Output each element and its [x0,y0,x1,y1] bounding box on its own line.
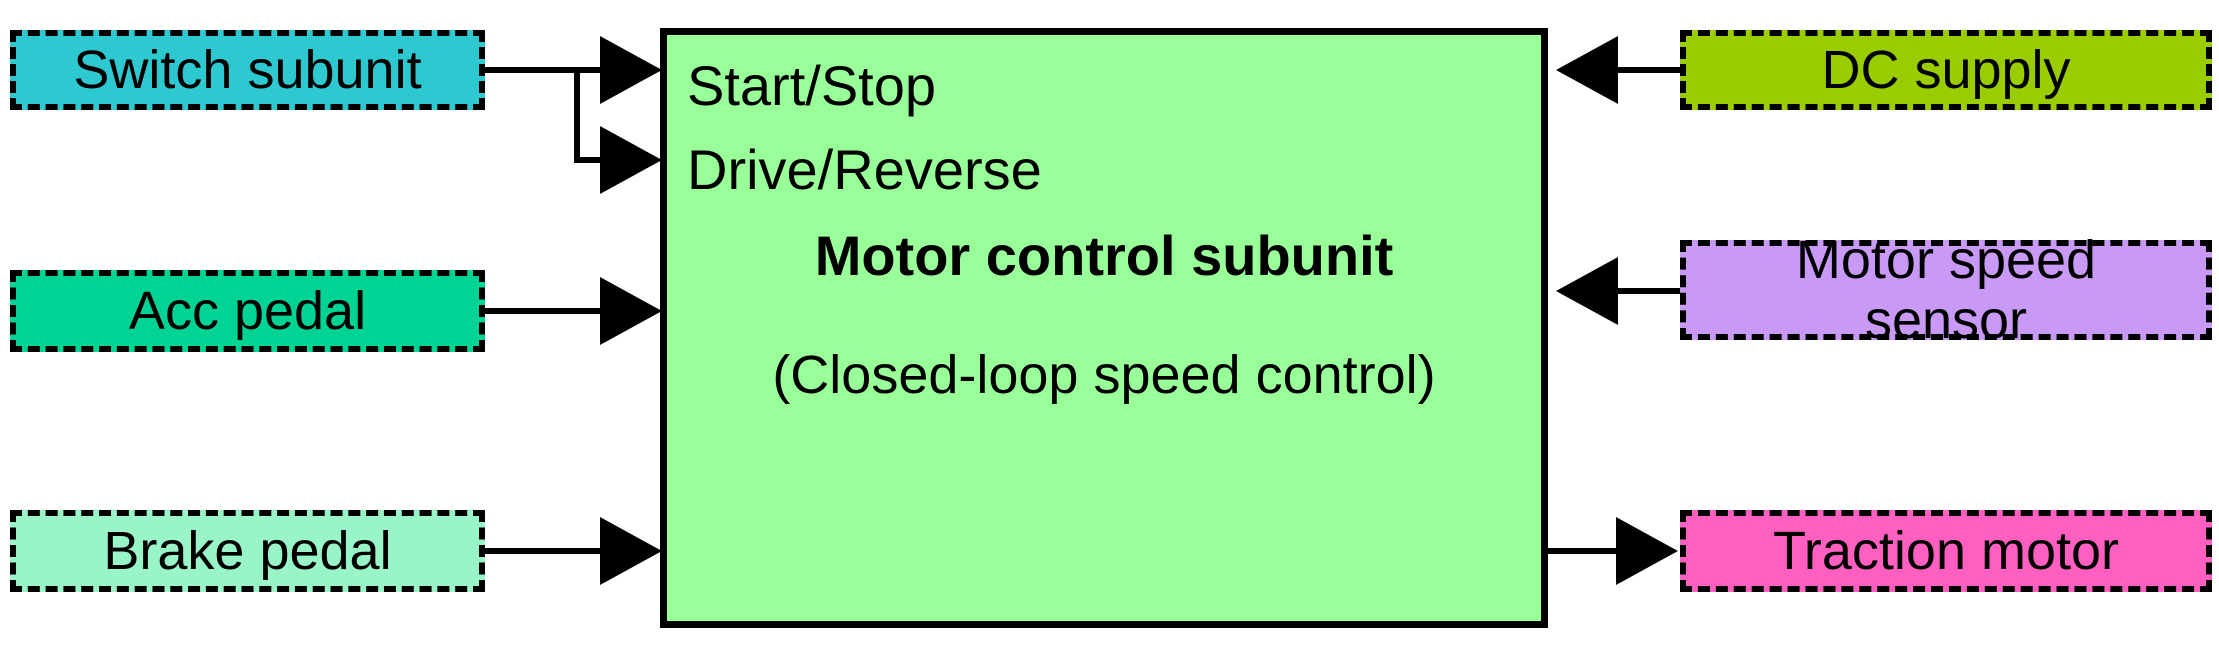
arrowhead-right-icon-acc-pedal [600,277,662,345]
arrowhead-right-icon-start-stop [600,36,662,104]
signal-label-drive-reverse: Drive/Reverse [687,138,1042,201]
connector-dc-supply-to-motor-control [1618,67,1680,73]
arrowhead-right-icon-traction-motor [1616,517,1678,585]
motor-control-content: Start/Stop Drive/Reverse Motor control s… [667,35,1541,621]
block-motor-speed-sensor-label: Motor speed sensor [1686,230,2206,351]
block-acc-pedal-label: Acc pedal [128,280,367,341]
connector-brake-pedal-to-motor-control [485,548,600,554]
block-motor-speed-sensor-label-line2: sensor [1864,290,2028,350]
connector-acc-pedal-to-motor-control [485,308,600,314]
motor-control-subunit-subtitle: (Closed-loop speed control) [772,345,1436,405]
block-motor-speed-sensor[interactable]: Motor speed sensor [1680,230,2212,350]
signal-label-start-stop: Start/Stop [687,54,937,117]
arrowhead-left-icon-motor-speed-sensor [1556,257,1618,325]
connector-motor-speed-sensor-to-motor-control [1618,288,1680,294]
motor-control-subunit-title: Motor control subunit [814,224,1394,287]
arrowhead-right-icon-drive-reverse [600,126,662,194]
connector-switch-subunit-trunk [485,67,580,73]
connector-switch-subunit-to-start-stop [574,67,604,73]
connector-switch-subunit-to-drive-reverse [574,157,604,163]
connector-motor-control-to-traction-motor [1548,548,1618,554]
block-brake-pedal[interactable]: Brake pedal [10,510,485,592]
block-traction-motor-label: Traction motor [1772,520,2120,581]
connector-switch-subunit-branch [574,67,580,163]
block-traction-motor[interactable]: Traction motor [1680,510,2212,592]
block-brake-pedal-label: Brake pedal [103,520,392,581]
block-switch-subunit-label: Switch subunit [73,39,422,100]
block-acc-pedal[interactable]: Acc pedal [10,270,485,352]
arrowhead-right-icon-brake-pedal [600,517,662,585]
block-switch-subunit[interactable]: Switch subunit [10,30,485,110]
block-motor-speed-sensor-label-line1: Motor speed [1795,229,2097,290]
block-motor-control-subunit[interactable]: Start/Stop Drive/Reverse Motor control s… [660,28,1548,628]
arrowhead-left-icon-dc-supply [1556,36,1618,104]
block-dc-supply-label: DC supply [1821,39,2071,100]
block-dc-supply[interactable]: DC supply [1680,30,2212,110]
